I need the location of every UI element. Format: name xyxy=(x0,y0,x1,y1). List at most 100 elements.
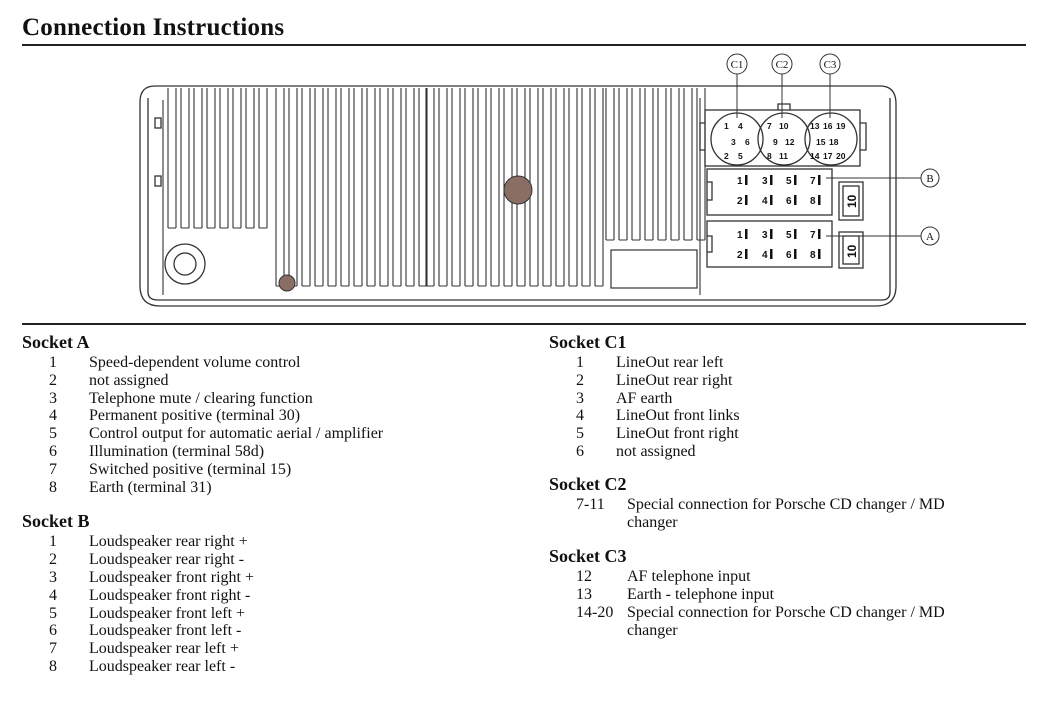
pin-description: Loudspeaker rear left - xyxy=(89,657,236,675)
a-pin-label: 5 xyxy=(786,230,792,241)
c1-pin-label: 3 xyxy=(731,137,736,147)
a-pin-label: 2 xyxy=(737,250,743,261)
b-pin-label: 4 xyxy=(762,196,768,207)
pin-number: 5 xyxy=(576,425,584,443)
heat-sink-fin xyxy=(366,88,376,287)
pin-number: 7-11 xyxy=(576,495,605,513)
c1-pin-label: 5 xyxy=(738,151,743,161)
heat-sink-fin xyxy=(605,88,615,241)
a-pin-label: 3 xyxy=(762,230,768,241)
c3-pin-label: 14 xyxy=(810,151,820,161)
heat-sink-fin xyxy=(167,88,177,229)
c2-pin-label: 12 xyxy=(785,137,795,147)
heat-sink-fin xyxy=(232,88,242,229)
heat-sink-fin xyxy=(618,88,628,241)
pin-number: 4 xyxy=(49,586,57,604)
callout-c1-label: C1 xyxy=(731,59,744,71)
connector-b-housing xyxy=(706,168,833,216)
pin-description: Loudspeaker rear left + xyxy=(89,640,239,658)
c2-pin-label: 10 xyxy=(779,121,789,131)
heat-sink-fin xyxy=(555,88,565,287)
pin-number: 13 xyxy=(576,586,592,604)
pin-description: Loudspeaker front right + xyxy=(89,568,254,586)
title-rule xyxy=(22,44,1026,46)
c2-pin-label: 8 xyxy=(767,151,772,161)
heat-sink-fin xyxy=(353,88,363,287)
pin-description: LineOut rear left xyxy=(616,354,724,371)
heat-sink-fin xyxy=(301,88,311,287)
antenna-socket xyxy=(164,243,206,285)
pin-number: 2 xyxy=(49,551,57,569)
heat-sink-fin xyxy=(340,88,350,287)
radio-rear-diagram: 1 4 3 6 2 5 7 10 9 12 8 11 13 16 19 15 1… xyxy=(139,53,940,307)
heat-sink-fin xyxy=(438,88,448,287)
page-title: Connection Instructions xyxy=(22,14,285,41)
heat-sink-fins xyxy=(162,88,706,295)
pin-number: 8 xyxy=(49,657,57,675)
pin-number: 5 xyxy=(49,425,57,443)
list-item: 8 Loudspeaker rear left - xyxy=(22,658,522,676)
heat-sink-fin xyxy=(392,88,402,287)
list-item: 2 not assigned xyxy=(22,372,522,390)
c3-pin-label: 17 xyxy=(823,151,833,161)
heat-sink-fin xyxy=(258,88,268,229)
callout-c2-label: C2 xyxy=(776,59,789,71)
c3-pin-label: 19 xyxy=(836,121,846,131)
c2-pin-label: 7 xyxy=(767,121,772,131)
socket-a-title: Socket A xyxy=(22,332,90,352)
heat-sink-fin xyxy=(683,88,693,241)
callout-b-label: B xyxy=(926,173,933,185)
heat-sink-fin xyxy=(206,88,216,229)
pin-number: 3 xyxy=(49,568,57,586)
c1-pin-label: 2 xyxy=(724,151,729,161)
pin-description: Switched positive (terminal 15) xyxy=(89,460,292,478)
heat-sink-fin xyxy=(275,88,285,287)
a-pin-label: 7 xyxy=(810,230,816,241)
socket-c1-title: Socket C1 xyxy=(549,332,627,352)
heat-sink-fin xyxy=(477,88,487,287)
b-pin-label: 8 xyxy=(810,196,816,207)
c3-pin-label: 18 xyxy=(829,137,839,147)
heat-sink-fin xyxy=(245,88,255,229)
heat-sink-fin xyxy=(631,88,641,241)
socket-c3-title: Socket C3 xyxy=(549,546,627,567)
side-label-a: 10 xyxy=(845,244,859,258)
b-pin-label: 3 xyxy=(762,176,768,187)
a-pin-label: 4 xyxy=(762,250,768,261)
b-pin-label: 5 xyxy=(786,176,792,187)
label-plate xyxy=(610,249,698,289)
pin-description: Loudspeaker rear right - xyxy=(89,551,245,569)
pin-description: Permanent positive (terminal 30) xyxy=(89,407,301,425)
heat-sink-fin xyxy=(581,88,591,287)
pin-description: Special connection for Porsche CD change… xyxy=(627,495,945,531)
c2-socket xyxy=(757,112,811,166)
b-pin-label: 7 xyxy=(810,176,816,187)
pin-description: AF earth xyxy=(616,389,673,407)
side-label-b: 10 xyxy=(845,194,859,208)
pin-description: Speed-dependent volume control xyxy=(89,354,301,371)
pin-number: 2 xyxy=(49,371,57,389)
c3-pin-label: 13 xyxy=(810,121,820,131)
c3-pin-label: 20 xyxy=(836,151,846,161)
side-clip-a xyxy=(838,231,864,269)
a-pin-label: 1 xyxy=(737,230,743,241)
pin-description: Earth (terminal 31) xyxy=(89,478,212,496)
pin-description: not assigned xyxy=(89,371,169,389)
heat-sink-fin xyxy=(379,88,389,287)
b-pin-label: 6 xyxy=(786,196,792,207)
heat-sink-fin xyxy=(594,88,604,287)
c2-pin-label: 9 xyxy=(773,137,778,147)
